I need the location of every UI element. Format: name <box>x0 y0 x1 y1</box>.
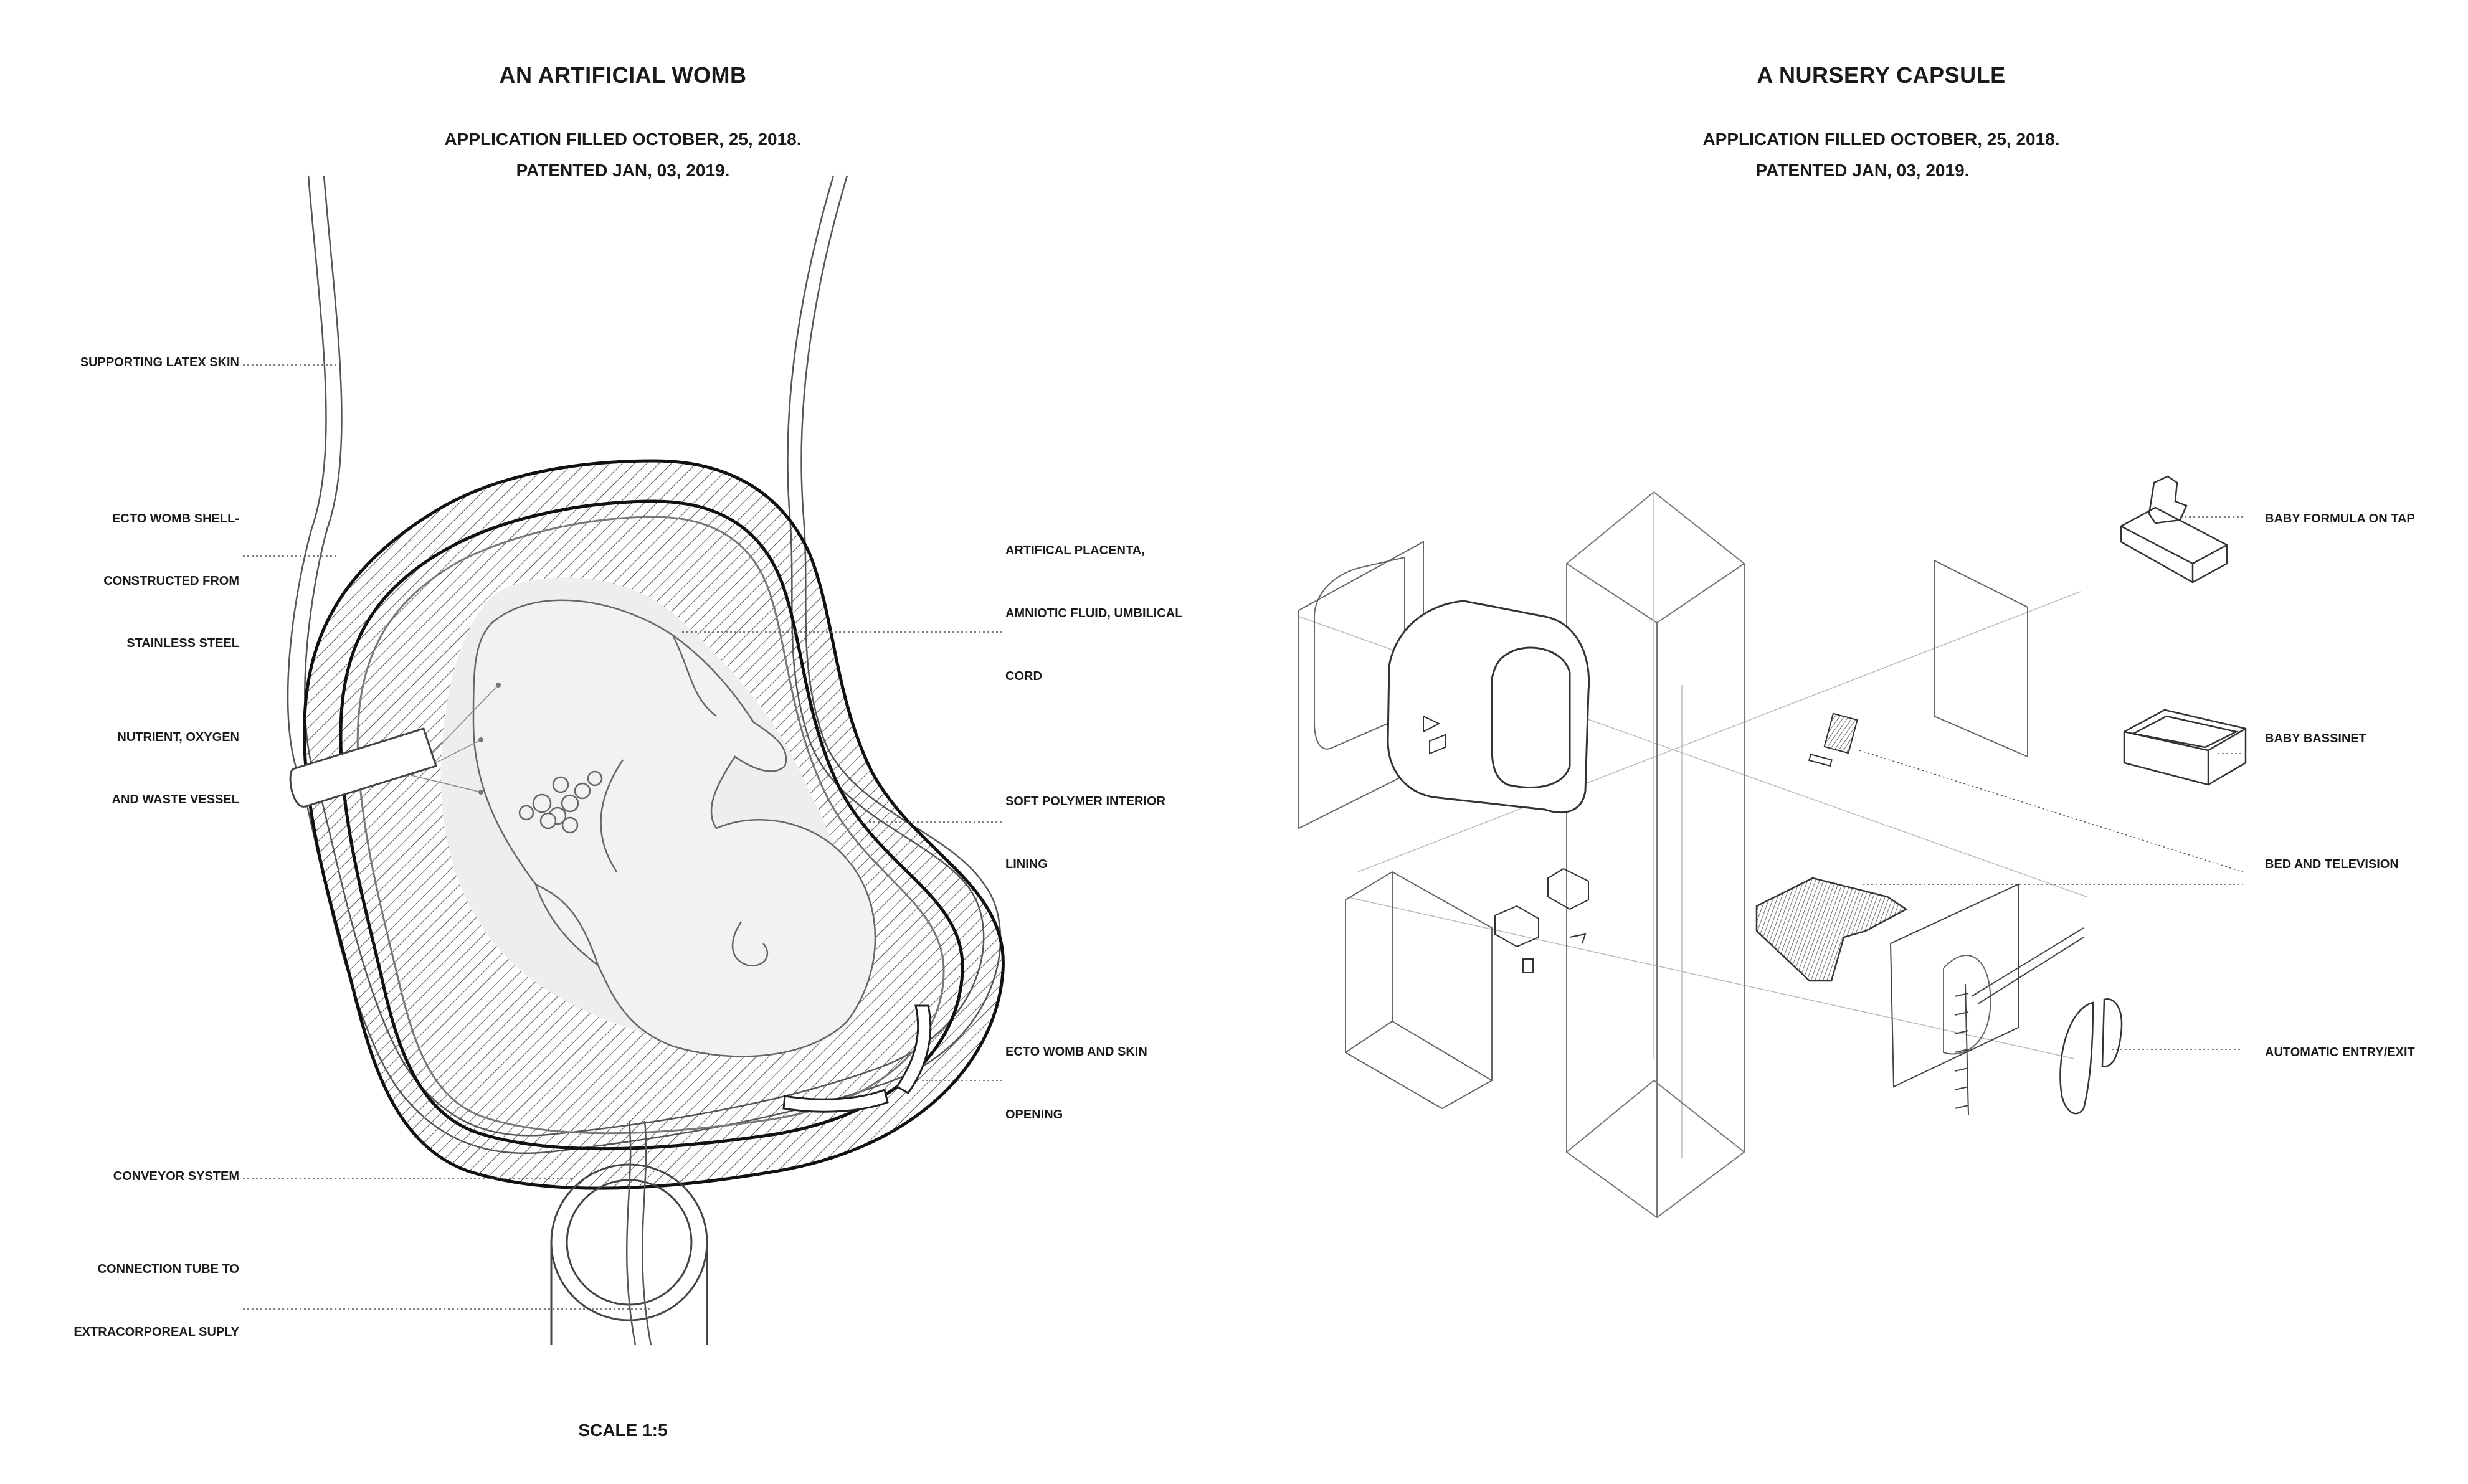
label-baby-bassinet: BABY BASSINET <box>2265 732 2366 745</box>
soft-polymer-lining <box>356 516 945 1135</box>
womb-opening <box>782 1089 889 1113</box>
label-connection-tube: CONNECTION TUBE TO <box>97 1262 239 1276</box>
label-cord: CORD <box>1005 669 1042 683</box>
label-nutrient-oxygen: NUTRIENT, OXYGEN <box>117 730 239 744</box>
label-waste-vessel: AND WASTE VESSEL <box>112 793 239 806</box>
label-soft-polymer-interior: SOFT POLYMER INTERIOR <box>1005 795 1166 808</box>
womb-leader-lines <box>243 364 1003 1310</box>
scale-label: SCALE 1:5 <box>578 1420 668 1440</box>
label-conveyor-system: CONVEYOR SYSTEM <box>113 1170 239 1183</box>
label-artificial-placenta: ARTIFICAL PLACENTA, <box>1005 544 1145 557</box>
capsule-leader-lines <box>1859 516 2243 1050</box>
tv-screen <box>1823 712 1858 754</box>
capsule-application-date: APPLICATION FILLED OCTOBER, 25, 2018. <box>1702 130 2060 149</box>
label-ecto-womb-shell: ECTO WOMB SHELL- <box>112 512 239 526</box>
label-ecto-womb-and-skin: ECTO WOMB AND SKIN <box>1005 1045 1147 1059</box>
label-automatic-entry-exit: AUTOMATIC ENTRY/EXIT <box>2265 1046 2415 1059</box>
central-prism <box>1565 491 1745 1219</box>
artificial-womb-drawing <box>287 175 1005 1346</box>
label-lining: LINING <box>1005 858 1048 871</box>
formula-tap <box>2120 506 2228 584</box>
capsule-patent-date: PATENTED JAN, 03, 2019. <box>1755 161 1970 180</box>
right-upper-panel <box>1934 559 2028 758</box>
womb-patent-date: PATENTED JAN, 03, 2019. <box>516 161 730 180</box>
label-baby-formula: BABY FORMULA ON TAP <box>2265 512 2415 526</box>
label-stainless-steel: STAINLESS STEEL <box>126 636 239 650</box>
label-constructed-from: CONSTRUCTED FROM <box>103 574 239 588</box>
womb-title: AN ARTIFICIAL WOMB <box>499 62 747 88</box>
connection-tube <box>626 1120 637 1346</box>
label-amniotic-fluid: AMNIOTIC FLUID, UMBILICAL <box>1005 607 1183 620</box>
nutrient-vessel <box>289 727 437 808</box>
womb-application-date: APPLICATION FILLED OCTOBER, 25, 2018. <box>444 130 802 149</box>
ladder <box>1954 983 1969 1115</box>
bed <box>1755 877 1908 982</box>
capsule-title: A NURSERY CAPSULE <box>1757 62 2006 88</box>
bassinet <box>2123 709 2247 786</box>
label-bed-and-television: BED AND TELEVISION <box>2265 858 2399 871</box>
label-extracorporeal-supply: EXTRACORPOREAL SUPLY <box>74 1325 239 1339</box>
entry-door-right <box>2101 998 2123 1067</box>
fetus-figure <box>472 599 876 1057</box>
label-supporting-latex-skin: SUPPORTING LATEX SKIN <box>80 356 239 369</box>
lower-left-box <box>1345 871 1493 1110</box>
entry-door-left <box>2059 1001 2094 1115</box>
entry-door-panel <box>1889 883 2019 1088</box>
nursery-capsule-drawing <box>1298 475 2247 1219</box>
label-opening: OPENING <box>1005 1108 1063 1122</box>
capsule-pod <box>1387 600 1590 814</box>
